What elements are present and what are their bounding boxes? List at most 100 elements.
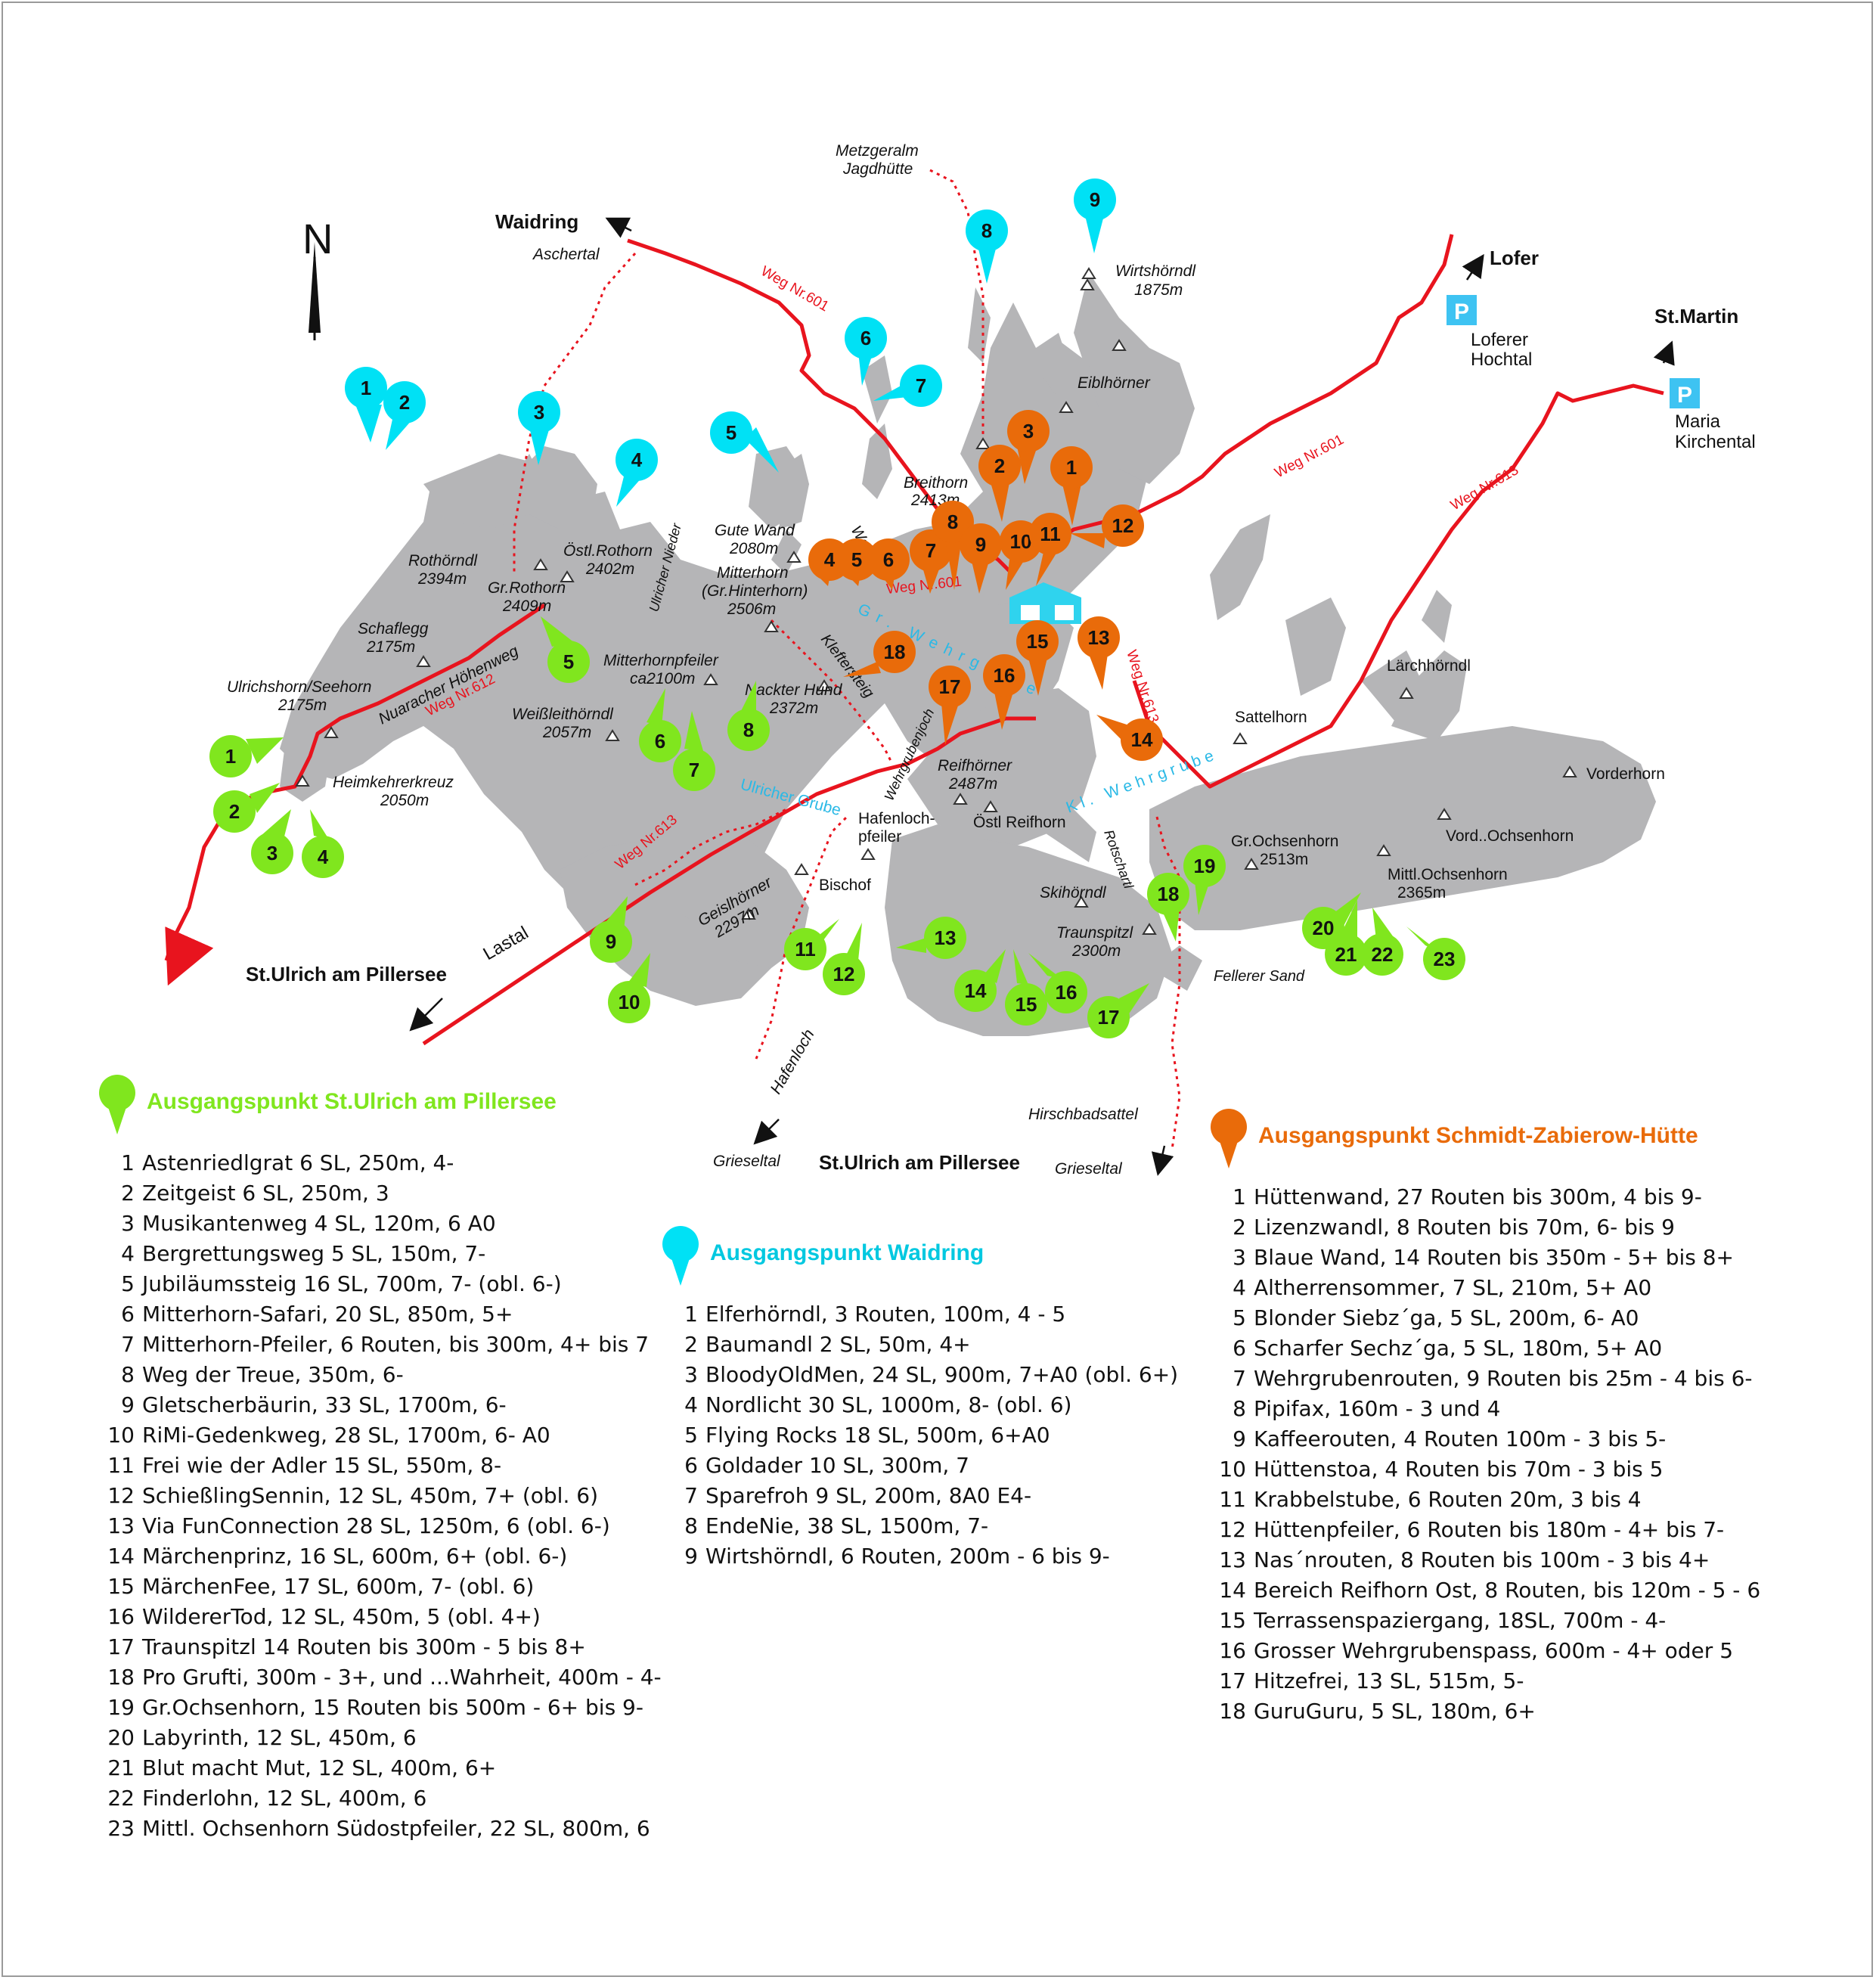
- route-text: Traunspitzl 14 Routen bis 300m - 5 bis 8…: [142, 1634, 586, 1659]
- place-label: Hochtal: [1471, 349, 1532, 370]
- route-text: Kaffeerouten, 4 Routen 100m - 3 bis 5-: [1254, 1426, 1667, 1451]
- route-text: Gr.Ochsenhorn, 15 Routen bis 500m - 6+ b…: [142, 1695, 643, 1720]
- svg-text:1: 1: [1066, 456, 1077, 479]
- marker-cyan-4[interactable]: 4: [616, 439, 658, 507]
- marker-orange-12[interactable]: 12: [1070, 504, 1144, 548]
- svg-text:15: 15: [1027, 630, 1049, 653]
- marker-cyan-5[interactable]: 5: [710, 411, 779, 473]
- marker-green-11[interactable]: 11: [784, 919, 839, 970]
- marker-orange-2[interactable]: 2: [978, 445, 1021, 522]
- marker-green-10[interactable]: 10: [608, 953, 650, 1023]
- route-text: SchießlingSennin, 12 SL, 450m, 7+ (obl. …: [142, 1483, 598, 1508]
- place-label: Jagdhütte: [842, 160, 913, 178]
- marker-green-18[interactable]: 18: [1147, 873, 1189, 942]
- marker-green-19[interactable]: 19: [1183, 845, 1226, 915]
- route-text: MärchenFee, 17 SL, 600m, 7- (obl. 6): [142, 1574, 535, 1599]
- marker-orange-14[interactable]: 14: [1096, 715, 1163, 761]
- svg-text:P: P: [1454, 299, 1469, 324]
- peak-label: Gute Wand: [715, 522, 795, 539]
- marker-green-5[interactable]: 5: [541, 616, 590, 683]
- svg-text:17: 17: [939, 675, 961, 698]
- peak-label: 2372m: [769, 700, 818, 717]
- svg-text:8: 8: [743, 718, 754, 741]
- marker-cyan-3[interactable]: 3: [518, 391, 560, 465]
- marker-cyan-7[interactable]: 7: [873, 365, 942, 407]
- place-label: Grieseltal: [1055, 1160, 1123, 1178]
- route-text: Labyrinth, 12 SL, 450m, 6: [142, 1725, 417, 1750]
- marker-green-23[interactable]: 23: [1406, 926, 1465, 980]
- marker-orange-3[interactable]: 3: [1007, 410, 1050, 484]
- route-number: 2: [684, 1332, 698, 1357]
- svg-text:P: P: [1677, 383, 1692, 408]
- marker-green-2[interactable]: 2: [213, 783, 280, 833]
- peak-label: 2080m: [729, 540, 778, 557]
- svg-text:5: 5: [726, 421, 736, 444]
- trail-label: Weg Nr.613: [1123, 648, 1161, 725]
- route-number: 17: [1219, 1668, 1246, 1693]
- marker-orange-6[interactable]: 6: [867, 538, 910, 590]
- marker-orange-15[interactable]: 15: [1016, 620, 1059, 696]
- marker-orange-8[interactable]: 8: [932, 501, 974, 590]
- marker-cyan-1[interactable]: 1: [345, 367, 387, 442]
- svg-text:2: 2: [229, 800, 240, 823]
- marker-cyan-2[interactable]: 2: [383, 381, 426, 450]
- marker-green-12[interactable]: 12: [823, 923, 865, 995]
- route-number: 17: [107, 1634, 135, 1659]
- marker-green-1[interactable]: 1: [209, 735, 284, 777]
- marker-orange-1[interactable]: 1: [1050, 446, 1093, 526]
- route-number: 10: [1219, 1457, 1246, 1482]
- marker-green-21[interactable]: 21: [1325, 900, 1367, 976]
- svg-text:2: 2: [399, 391, 410, 414]
- marker-orange-18[interactable]: 18: [843, 631, 916, 677]
- route-text: Sparefroh 9 SL, 200m, 8A0 E4-: [705, 1483, 1032, 1508]
- marker-green-22[interactable]: 22: [1361, 908, 1403, 976]
- marker-green-9[interactable]: 9: [590, 896, 632, 963]
- marker-orange-17[interactable]: 17: [929, 666, 971, 745]
- marker-green-14[interactable]: 14: [954, 949, 1006, 1012]
- peak-label: 2050m: [380, 792, 429, 809]
- svg-text:18: 18: [884, 641, 906, 663]
- peak-label: 2300m: [1071, 942, 1121, 960]
- marker-orange-7[interactable]: 7: [910, 529, 952, 594]
- marker-green-6[interactable]: 6: [639, 688, 681, 762]
- marker-cyan-8[interactable]: 8: [966, 209, 1008, 284]
- marker-green-15[interactable]: 15: [1005, 949, 1047, 1026]
- legend-title: Ausgangspunkt Schmidt-Zabierow-Hütte: [1258, 1123, 1698, 1148]
- svg-text:19: 19: [1194, 855, 1216, 877]
- marker-green-13[interactable]: 13: [896, 917, 966, 959]
- marker-orange-5[interactable]: 5: [836, 538, 878, 586]
- marker-orange-11[interactable]: 11: [1029, 513, 1071, 586]
- marker-green-7[interactable]: 7: [673, 711, 715, 791]
- parking-icon: P: [1447, 295, 1477, 325]
- route-text: WildererTod, 12 SL, 450m, 5 (obl. 4+): [142, 1604, 541, 1629]
- route-text: Zeitgeist 6 SL, 250m, 3: [142, 1181, 389, 1206]
- town-waidring: Waidring: [495, 210, 578, 233]
- route-text: Wirtshörndl, 6 Routen, 200m - 6 bis 9-: [705, 1544, 1110, 1569]
- route-text: Hüttenpfeiler, 6 Routen bis 180m - 4+ bi…: [1254, 1517, 1725, 1542]
- marker-cyan-6[interactable]: 6: [845, 317, 887, 386]
- marker-cyan-9[interactable]: 9: [1074, 178, 1116, 253]
- route-number: 13: [107, 1513, 135, 1538]
- svg-text:3: 3: [534, 401, 544, 424]
- marker-green-16[interactable]: 16: [1028, 953, 1087, 1013]
- marker-green-17[interactable]: 17: [1087, 983, 1149, 1038]
- svg-text:7: 7: [926, 539, 936, 562]
- place-label: Grieseltal: [713, 1153, 781, 1170]
- marker-orange-9[interactable]: 9: [960, 523, 1002, 594]
- marker-orange-16[interactable]: 16: [983, 654, 1025, 730]
- route-text: Blonder Siebz´ga, 5 SL, 200m, 6- A0: [1254, 1305, 1639, 1330]
- marker-green-4[interactable]: 4: [302, 809, 344, 878]
- route-text: Gletscherbäurin, 33 SL, 1700m, 6-: [142, 1392, 507, 1417]
- route-number: 12: [1219, 1517, 1246, 1542]
- marker-orange-13[interactable]: 13: [1078, 616, 1120, 690]
- marker-green-8[interactable]: 8: [727, 681, 770, 751]
- marker-green-3[interactable]: 3: [251, 809, 293, 874]
